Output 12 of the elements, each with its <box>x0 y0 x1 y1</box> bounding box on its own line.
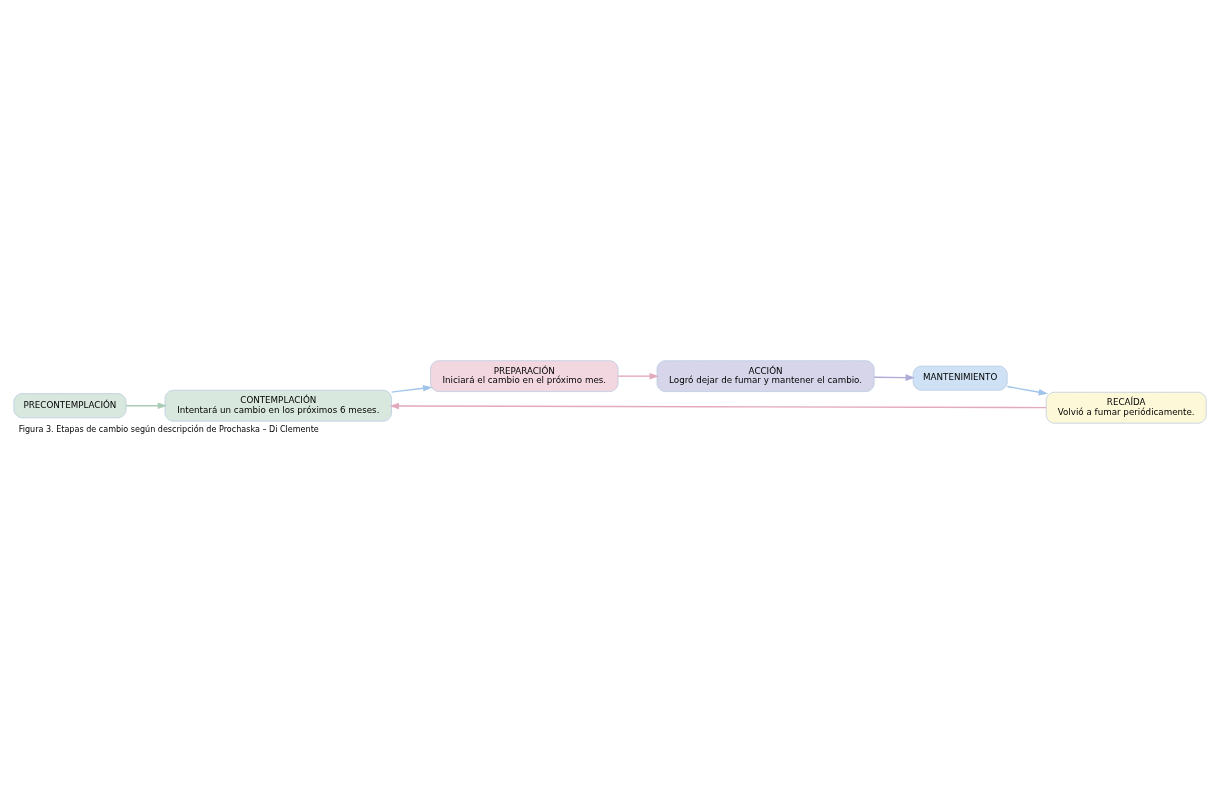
node-box: CONTEMPLACIÓN Intentará un cambio en los próximos 6 meses. <box>164 389 392 421</box>
arrow <box>873 373 915 381</box>
node-box: PREPARACIÓN Iniciará el cambio en el próximo mes. <box>430 359 619 392</box>
arrow <box>617 372 659 379</box>
node-box: PRECONTEMPLACIÓN <box>13 392 127 418</box>
arrow <box>125 401 168 409</box>
arrow <box>1006 385 1049 395</box>
node-box: ACCIÓN Logró dejar de fumar y mantener el cambio. <box>656 359 875 392</box>
node-box: MANTENIMIENTO <box>912 365 1008 391</box>
node-box: RECAÍDA Volvió a fumar periódicamente. <box>1045 391 1207 424</box>
arrow <box>389 402 1047 409</box>
arrow <box>390 384 433 393</box>
